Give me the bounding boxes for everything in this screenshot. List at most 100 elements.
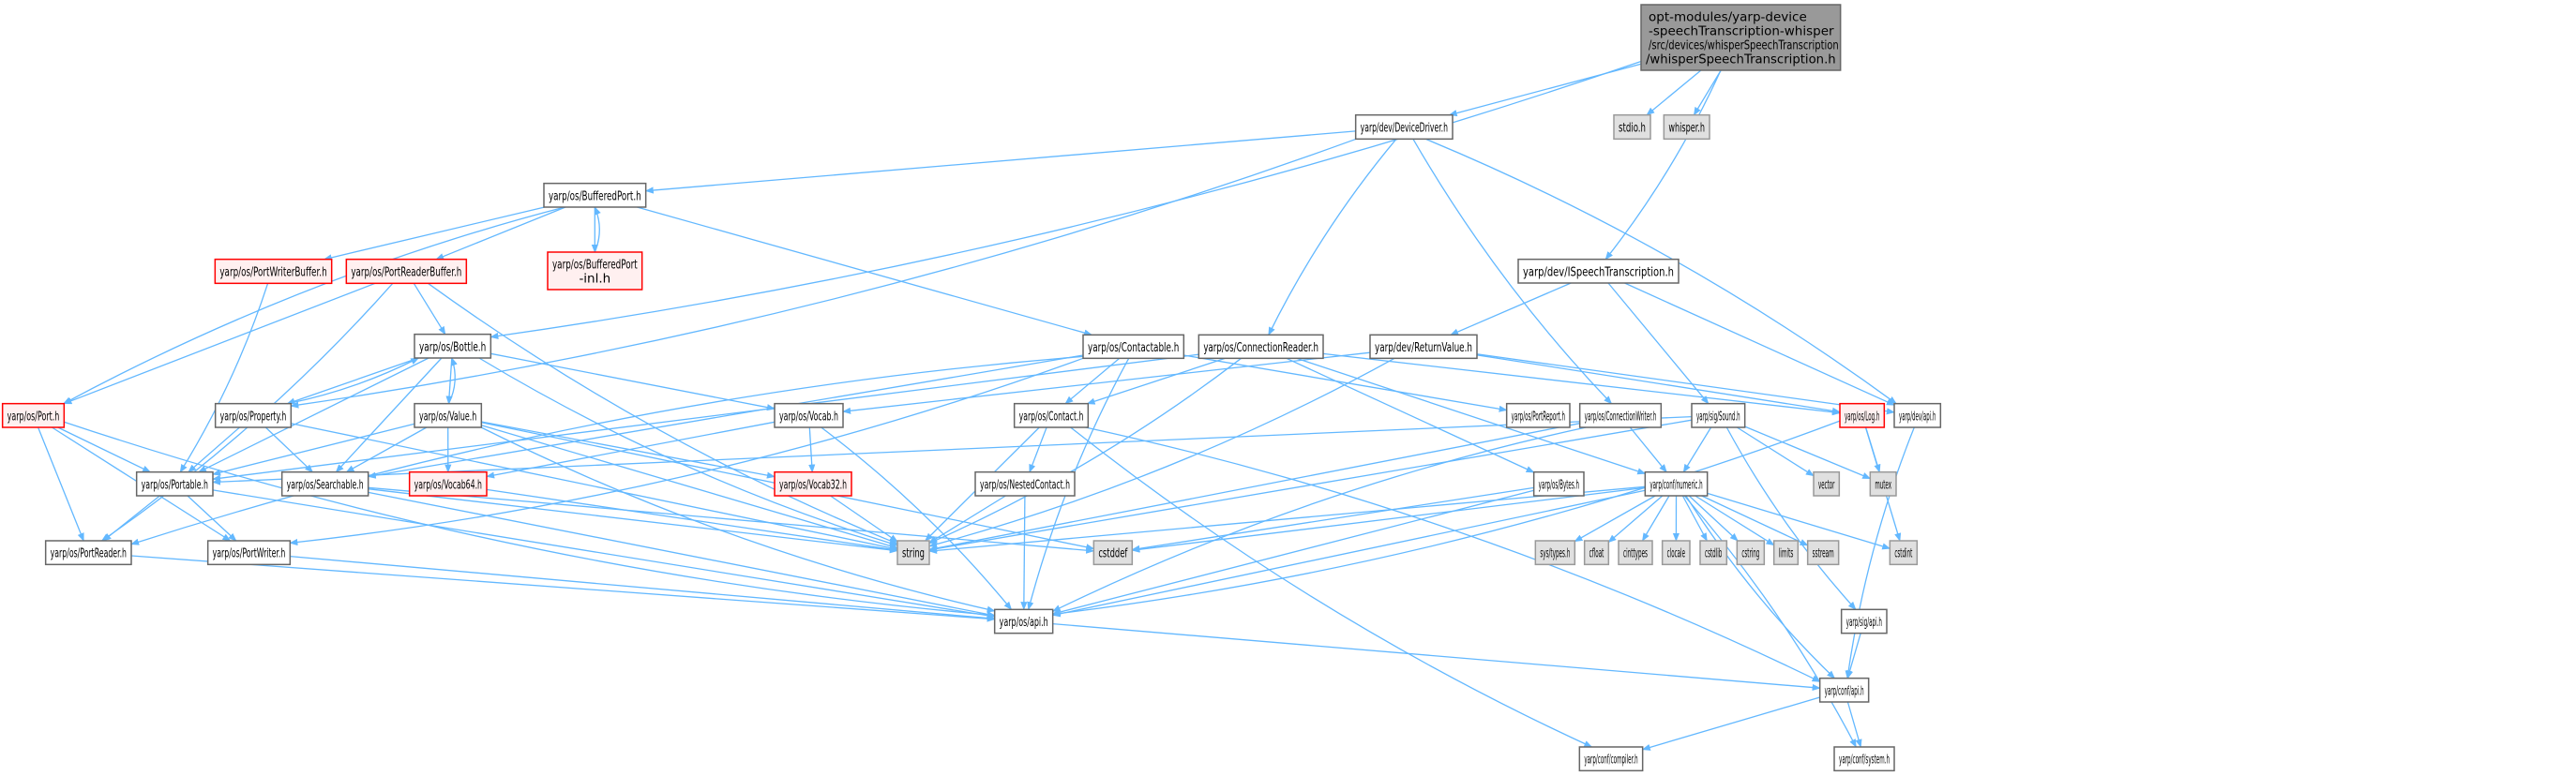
edge-numeric-to-system bbox=[1683, 495, 1857, 748]
edge-Sound-to-vector bbox=[1736, 426, 1815, 477]
graph-node-Property[interactable]: yarp/os/Property.h bbox=[214, 402, 293, 428]
graph-node-BufferedPortInl[interactable]: yarp/os/BufferedPort-inl.h bbox=[547, 251, 643, 291]
edge-root-to-Bottle bbox=[490, 60, 1642, 340]
node-label: yarp/os/Vocab.h bbox=[779, 409, 838, 424]
graph-node-mutex: mutex bbox=[1869, 470, 1897, 497]
graph-node-PortReaderBuffer[interactable]: yarp/os/PortReaderBuffer.h bbox=[345, 258, 468, 285]
graph-node-Bytes[interactable]: yarp/os/Bytes.h bbox=[1532, 470, 1585, 497]
node-box bbox=[1578, 402, 1663, 428]
node-label: yarp/os/Bytes.h bbox=[1539, 477, 1579, 492]
node-label: yarp/dev/api.h bbox=[1899, 409, 1936, 424]
edge-numeric-to-cfloat bbox=[1607, 495, 1664, 544]
graph-node-Value[interactable]: yarp/os/Value.h bbox=[414, 402, 483, 428]
node-box bbox=[774, 470, 852, 497]
node-label: cinttypes bbox=[1623, 546, 1648, 561]
graph-node-Searchable[interactable]: yarp/os/Searchable.h bbox=[280, 470, 369, 497]
graph-node-compiler[interactable]: yarp/conf/compiler.h bbox=[1578, 746, 1644, 772]
graph-node-cstdlib: cstdlib bbox=[1699, 540, 1728, 566]
node-box bbox=[1644, 470, 1709, 497]
graph-node-Port[interactable]: yarp/os/Port.h bbox=[1, 402, 66, 428]
edge-ConnectionReader-to-string bbox=[928, 357, 1242, 545]
edge-numeric-to-cstring bbox=[1688, 495, 1739, 542]
node-box bbox=[774, 402, 844, 428]
graph-node-systypes: sys/types.h bbox=[1534, 540, 1576, 566]
node-box bbox=[1532, 470, 1585, 497]
node-box bbox=[1198, 334, 1324, 360]
node-label: yarp/os/Contactable.h bbox=[1088, 340, 1179, 355]
graph-node-string: string bbox=[896, 540, 930, 566]
graph-node-Contactable[interactable]: yarp/os/Contactable.h bbox=[1082, 334, 1185, 360]
graph-node-system[interactable]: yarp/conf/system.h bbox=[1833, 746, 1895, 772]
edge-Bottle-to-Vocab bbox=[490, 352, 776, 411]
edge-DeviceDriver-to-devapi bbox=[1424, 138, 1897, 405]
graph-node-ReturnValue[interactable]: yarp/dev/ReturnValue.h bbox=[1369, 334, 1478, 360]
graph-node-PortWriterBuffer[interactable]: yarp/os/PortWriterBuffer.h bbox=[214, 258, 333, 285]
graph-node-Vocab64[interactable]: yarp/os/Vocab64.h bbox=[408, 470, 488, 497]
graph-node-cfloat: cfloat bbox=[1583, 540, 1610, 566]
edge-Bottle-to-Portable bbox=[198, 357, 429, 473]
edge-DeviceDriver-to-Property bbox=[290, 138, 1357, 409]
node-box bbox=[414, 333, 492, 359]
graph-node-cstring: cstring bbox=[1736, 540, 1766, 566]
graph-node-Portable[interactable]: yarp/os/Portable.h bbox=[135, 470, 214, 497]
edge-NestedContact-to-string bbox=[928, 495, 1006, 544]
node-box bbox=[974, 470, 1076, 497]
edge-PortWriter-to-osapi bbox=[290, 555, 996, 622]
node-box bbox=[206, 540, 292, 566]
node-box bbox=[1369, 334, 1478, 360]
graph-node-PortReader[interactable]: yarp/os/PortReader.h bbox=[44, 540, 132, 566]
graph-node-Vocab32[interactable]: yarp/os/Vocab32.h bbox=[774, 470, 852, 497]
graph-node-ConnectionWriter[interactable]: yarp/os/ConnectionWriter.h bbox=[1578, 402, 1663, 428]
graph-node-Vocab[interactable]: yarp/os/Vocab.h bbox=[774, 402, 844, 428]
graph-node-sigapi[interactable]: yarp/sig/api.h bbox=[1840, 608, 1888, 634]
node-box bbox=[214, 258, 333, 285]
node-label: yarp/os/ConnectionWriter.h bbox=[1585, 409, 1657, 424]
graph-node-ISpeech[interactable]: yarp/dev/ISpeechTranscription.h bbox=[1517, 258, 1680, 284]
node-label: yarp/os/PortWriterBuffer.h bbox=[219, 265, 326, 280]
node-label: yarp/os/Vocab64.h bbox=[414, 477, 482, 492]
graph-node-DeviceDriver[interactable]: yarp/dev/DeviceDriver.h bbox=[1354, 113, 1454, 141]
graph-node-sstream: sstream bbox=[1806, 540, 1840, 566]
edge-ConnectionReader-to-numeric bbox=[1296, 357, 1647, 475]
node-box bbox=[1833, 746, 1895, 772]
node-box bbox=[1354, 113, 1454, 141]
node-label: stdio.h bbox=[1619, 121, 1646, 136]
graph-node-Contact[interactable]: yarp/os/Contact.h bbox=[1013, 402, 1090, 428]
edge-ReturnValue-to-devapi bbox=[1476, 353, 1895, 415]
edge-ConnectionReader-to-Portable bbox=[212, 353, 1199, 482]
node-label: yarp/dev/ReturnValue.h bbox=[1375, 340, 1472, 355]
graph-node-numeric[interactable]: yarp/conf/numeric.h bbox=[1644, 470, 1709, 497]
graph-node-PortReport[interactable]: yarp/os/PortReport.h bbox=[1505, 402, 1571, 428]
graph-node-Log[interactable]: yarp/os/Log.h bbox=[1839, 402, 1886, 428]
graph-node-ConnectionReader[interactable]: yarp/os/ConnectionReader.h bbox=[1198, 334, 1324, 360]
node-box bbox=[214, 402, 293, 428]
edge-ISpeech-to-ReturnValue bbox=[1450, 282, 1572, 336]
graph-node-Sound[interactable]: yarp/sig/Sound.h bbox=[1691, 402, 1746, 428]
edge-NestedContact-to-osapi bbox=[1020, 495, 1028, 611]
graph-node-NestedContact[interactable]: yarp/os/NestedContact.h bbox=[974, 470, 1076, 497]
graph-node-osapi[interactable]: yarp/os/api.h bbox=[993, 608, 1054, 634]
graph-node-Bottle[interactable]: yarp/os/Bottle.h bbox=[414, 333, 492, 359]
node-label: yarp/conf/api.h bbox=[1825, 683, 1864, 698]
graph-node-PortWriter[interactable]: yarp/os/PortWriter.h bbox=[206, 540, 292, 566]
graph-node-BufferedPort[interactable]: yarp/os/BufferedPort.h bbox=[543, 182, 647, 208]
graph-node-confapi[interactable]: yarp/conf/api.h bbox=[1818, 677, 1870, 703]
edge-ReturnValue-to-string bbox=[928, 357, 1395, 548]
edge-Contact-to-NestedContact bbox=[1029, 426, 1047, 473]
node-label: yarp/os/PortWriter.h bbox=[213, 546, 286, 561]
node-box bbox=[1505, 402, 1571, 428]
graph-node-devapi[interactable]: yarp/dev/api.h bbox=[1893, 402, 1942, 428]
node-box bbox=[896, 540, 930, 566]
edge-root-to-DeviceDriver bbox=[1448, 63, 1642, 117]
node-box bbox=[1534, 540, 1576, 566]
node-box bbox=[408, 470, 488, 497]
node-label: yarp/conf/compiler.h bbox=[1584, 753, 1637, 768]
node-box bbox=[543, 182, 647, 208]
node-label: yarp/conf/numeric.h bbox=[1650, 477, 1702, 492]
graph-node-root[interactable]: opt-modules/yarp-device-speechTranscript… bbox=[1640, 4, 1842, 71]
nodes-layer: opt-modules/yarp-device-speechTranscript… bbox=[1, 4, 1942, 772]
node-label: yarp/os/PortReport.h bbox=[1512, 409, 1565, 424]
edge-Contactable-to-Searchable bbox=[367, 354, 1084, 479]
node-box bbox=[1839, 402, 1886, 428]
edge-Value-to-string bbox=[481, 425, 898, 549]
